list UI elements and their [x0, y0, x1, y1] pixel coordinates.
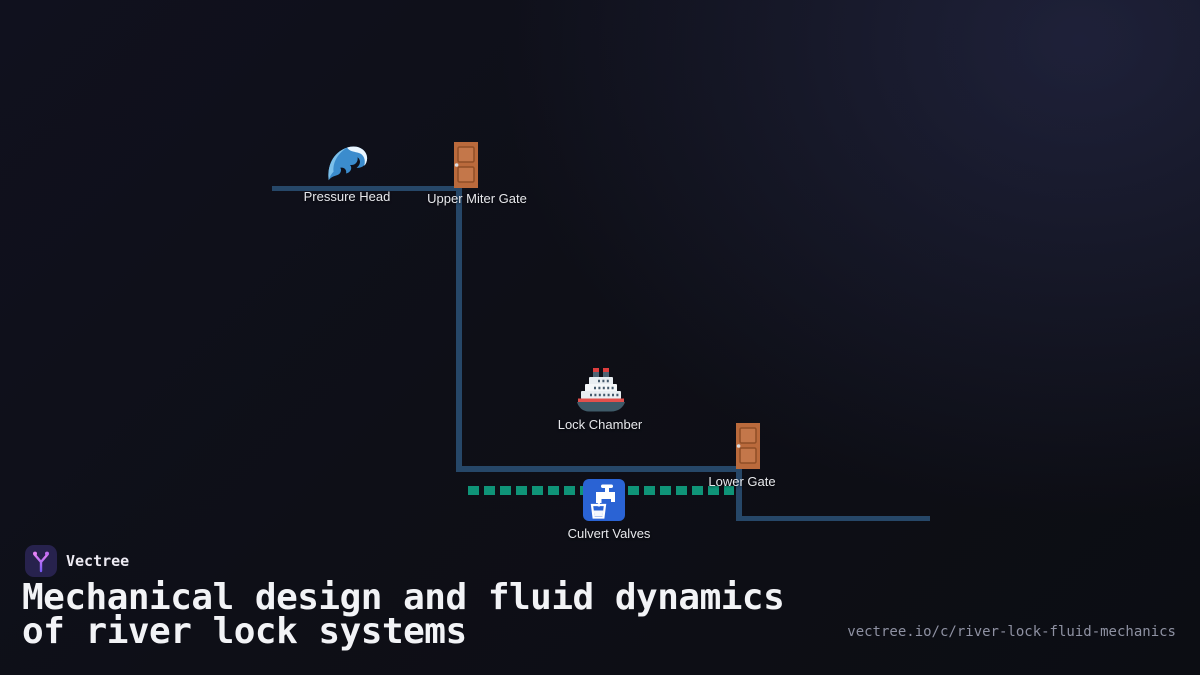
brand-name: Vectree: [66, 552, 130, 570]
page-title-line1: Mechanical design and fluid dynamics: [22, 577, 785, 618]
canonical-url: vectree.io/c/river-lock-fluid-mechanics: [847, 624, 1176, 640]
upper-miter-gate-label: Upper Miter Gate: [427, 191, 527, 206]
door-icon: [454, 142, 478, 188]
ship-icon: [577, 368, 625, 412]
line-chamber-bottom: [456, 466, 742, 472]
lower-gate-label: Lower Gate: [708, 474, 776, 489]
node-upper-miter-gate[interactable]: Upper Miter Gate: [402, 141, 552, 206]
vectree-logo: [25, 545, 57, 577]
node-lower-gate[interactable]: Lower Gate: [667, 422, 817, 489]
page-title: Mechanical design and fluid dynamics of …: [22, 577, 785, 652]
line-upper-drop: [456, 186, 462, 471]
node-lock-chamber[interactable]: Lock Chamber: [525, 365, 675, 432]
pressure-head-label: Pressure Head: [303, 189, 391, 204]
line-lower-water-level: [736, 516, 930, 521]
node-pressure-head[interactable]: Pressure Head: [272, 139, 422, 204]
water-wave-icon: [328, 146, 368, 181]
lock-chamber-label: Lock Chamber: [557, 417, 643, 432]
potable-water-icon: [583, 479, 625, 521]
door-icon: [736, 423, 760, 469]
line-upper-water-level: [272, 186, 461, 191]
line-lower-drop: [736, 466, 742, 521]
branch-icon: [33, 551, 49, 573]
brand-row: Vectree: [25, 545, 129, 577]
node-culvert-valves[interactable]: Culvert Valves: [534, 479, 684, 541]
culvert-valves-label: Culvert Valves: [567, 526, 651, 541]
page-title-line2: of river lock systems: [22, 610, 467, 652]
